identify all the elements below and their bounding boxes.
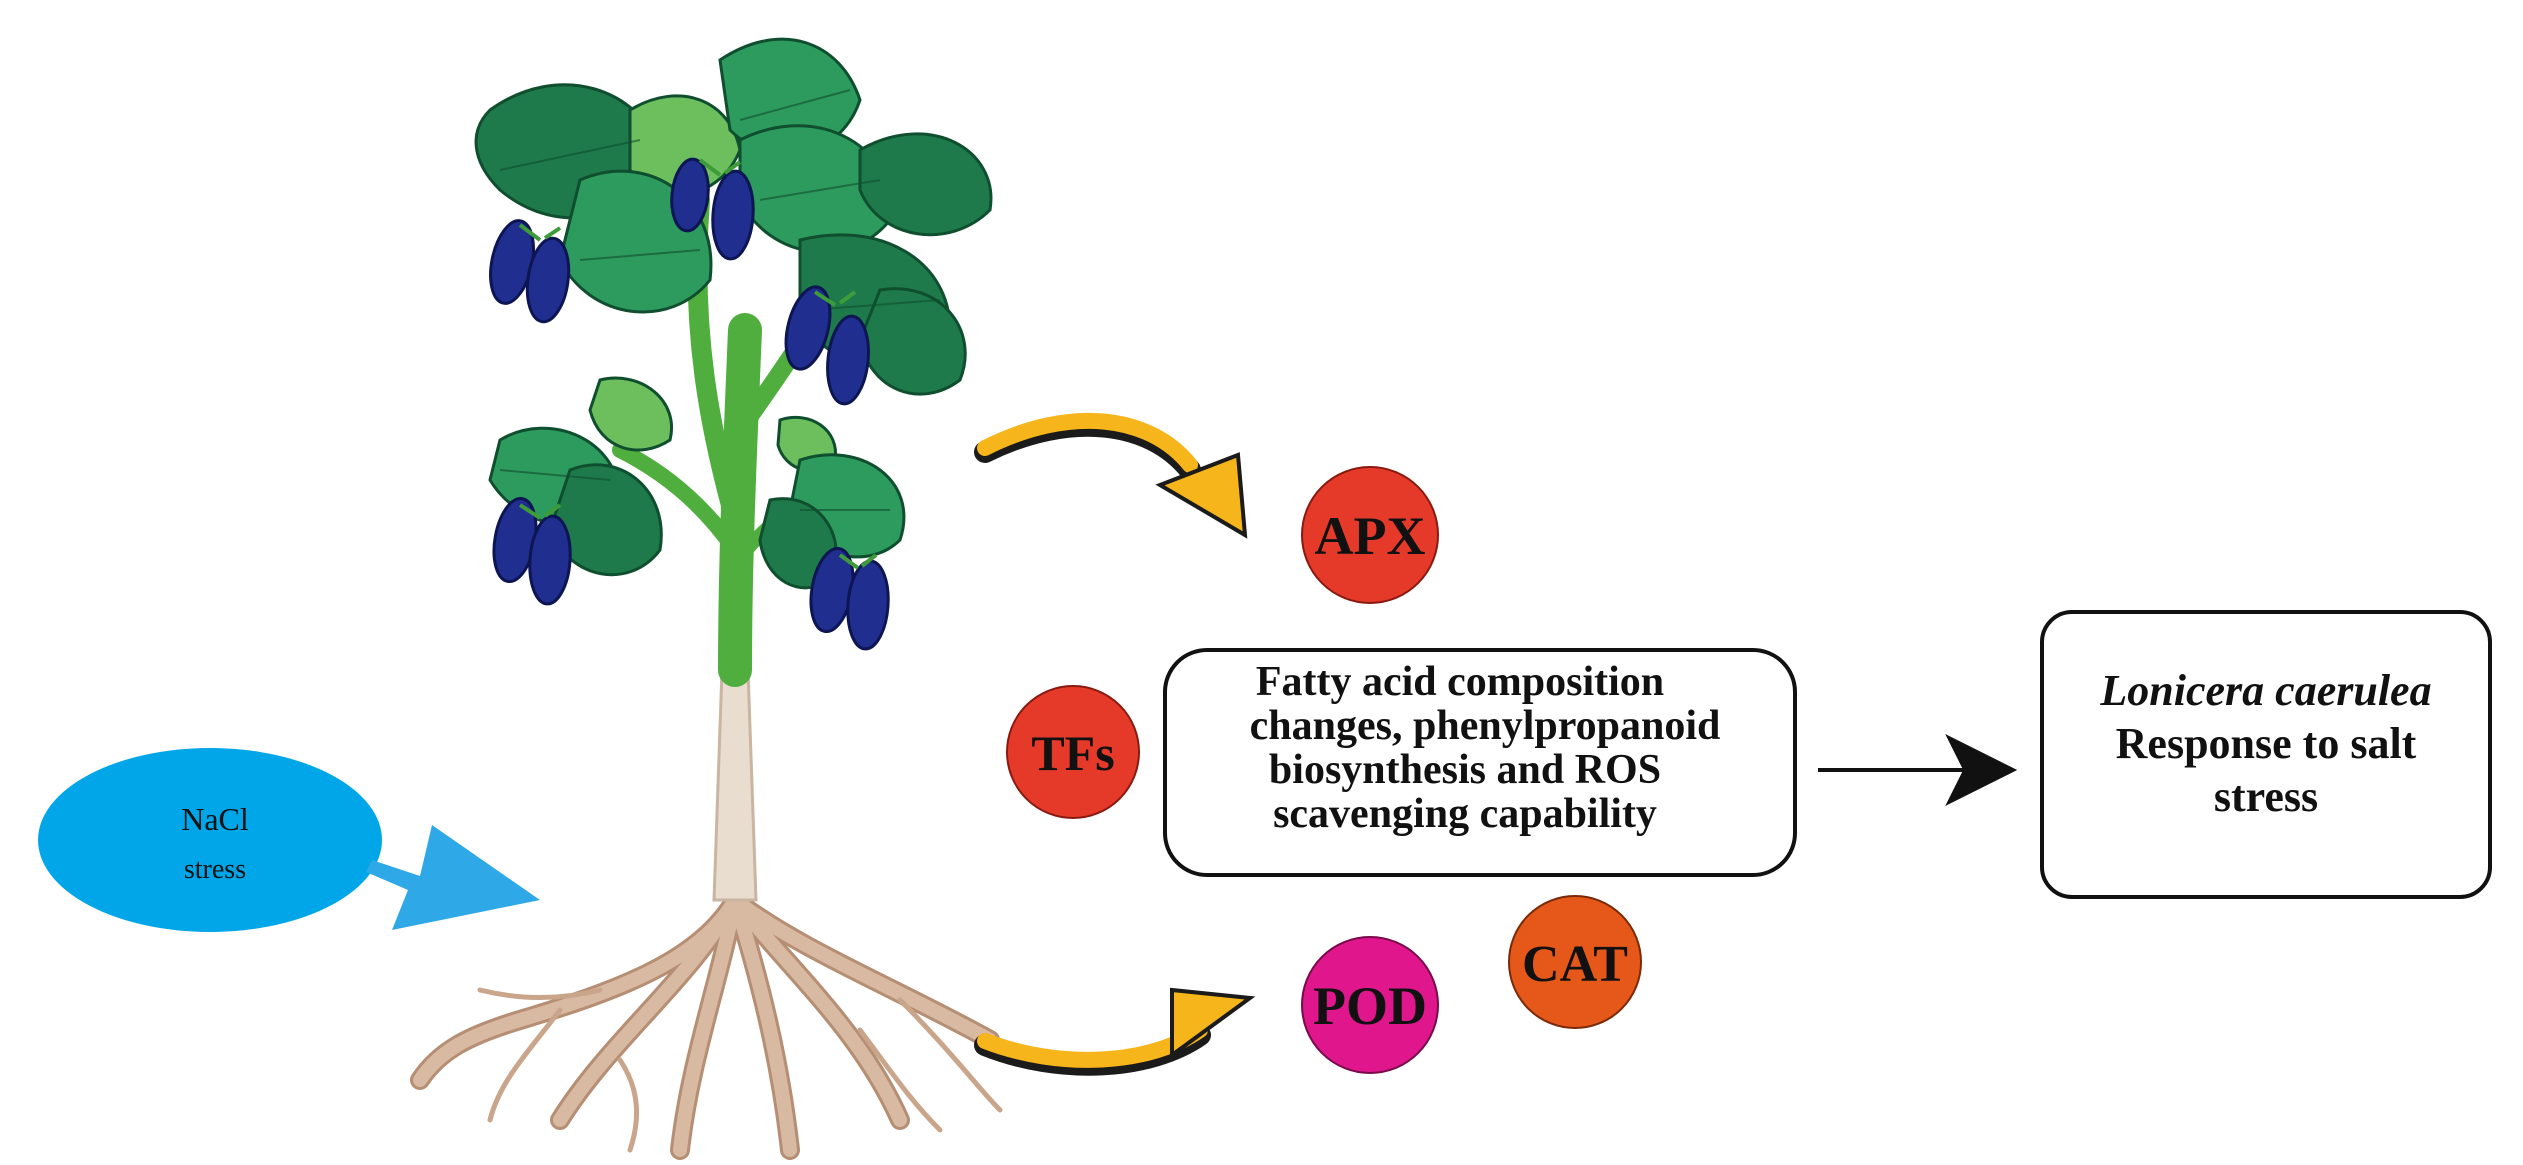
honeysuckle-plant-illustration: [410, 37, 1003, 1160]
species-name: Lonicera caerulea: [2100, 666, 2432, 715]
mechanism-line-1: Fatty acid composition: [1255, 659, 1665, 705]
outcome-text: Lonicera caerulea Response to salt stres…: [2045, 665, 2487, 823]
plant-roots: [410, 890, 1003, 1160]
nacl-stress-ellipse: [38, 748, 382, 932]
leaf-veins: [499, 89, 941, 511]
cat-label: CAT: [1522, 936, 1628, 993]
upper-curved-arrow: [974, 412, 1248, 539]
outcome-box: [2040, 610, 2492, 899]
nacl-arrow: [366, 825, 540, 930]
cat-node: CAT: [1508, 895, 1642, 1029]
stress-label: stress: [184, 854, 246, 885]
plant-leaves: [474, 37, 993, 590]
apx-node: APX: [1301, 466, 1439, 604]
berry-calyx: [518, 158, 878, 570]
outcome-line-1: Response to salt: [2115, 718, 2417, 768]
nacl-label: NaCl: [181, 801, 249, 837]
pod-label: POD: [1313, 976, 1427, 1036]
mechanism-line-2: changes, phenylpropanoid: [1249, 703, 1721, 750]
plant-berries: [489, 157, 890, 651]
outcome-line-2: stress: [2213, 771, 2319, 821]
apx-label: APX: [1315, 506, 1426, 566]
tfs-label: TFs: [1031, 725, 1114, 781]
tfs-node: TFs: [1006, 685, 1140, 819]
mechanism-line-3: biosynthesis and ROS: [1268, 747, 1662, 794]
mechanism-line-4: scavenging capability: [1273, 791, 1657, 838]
pod-node: POD: [1301, 936, 1439, 1074]
lower-curved-arrow: [974, 987, 1256, 1076]
mechanism-box: [1163, 648, 1797, 877]
mechanism-text: Fatty acid composition changes, phenylpr…: [1172, 660, 1788, 836]
plant-lower-stem: [712, 668, 758, 902]
nacl-stress-group: NaCl stress: [38, 748, 540, 932]
